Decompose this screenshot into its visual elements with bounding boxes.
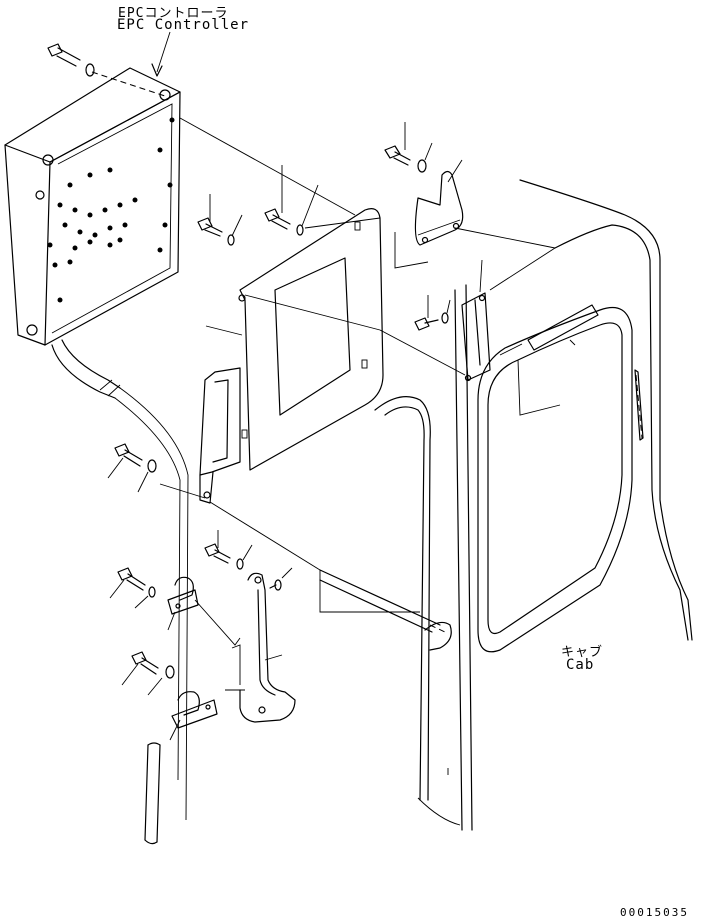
epc-controller-label-en: EPC Controller <box>117 17 250 33</box>
bolt-top-left <box>47 43 166 97</box>
bolt-left-lower-2 <box>121 651 175 696</box>
mounting-plate <box>199 208 384 504</box>
cab-label-en: Cab <box>566 657 595 673</box>
bolt-plate-left <box>197 194 243 246</box>
epc-controller-label-jp: EPCコントローラ <box>118 6 229 21</box>
leader-arrowhead <box>151 63 163 77</box>
epc-controller-leader <box>156 31 171 73</box>
assembly-lines <box>159 117 556 571</box>
bracket-vertical <box>414 259 491 382</box>
wire-harness <box>51 339 189 845</box>
bracket-top-right <box>384 122 464 246</box>
drawing-number: 00015035 <box>620 906 689 919</box>
connector-pins <box>47 117 175 303</box>
epc-controller-box <box>4 67 181 346</box>
plate-leader <box>205 325 243 336</box>
clamp-link-line <box>194 599 241 646</box>
clamp-upper <box>167 576 199 631</box>
clamp-lower <box>169 691 218 741</box>
bolt-left-mid <box>107 443 157 493</box>
cab-structure <box>319 179 693 831</box>
bolt-plate-right <box>264 165 319 236</box>
stay-bracket <box>204 530 296 723</box>
bolt-left-lower-1 <box>109 567 156 609</box>
cab-label-jp: キャブ <box>561 645 604 660</box>
